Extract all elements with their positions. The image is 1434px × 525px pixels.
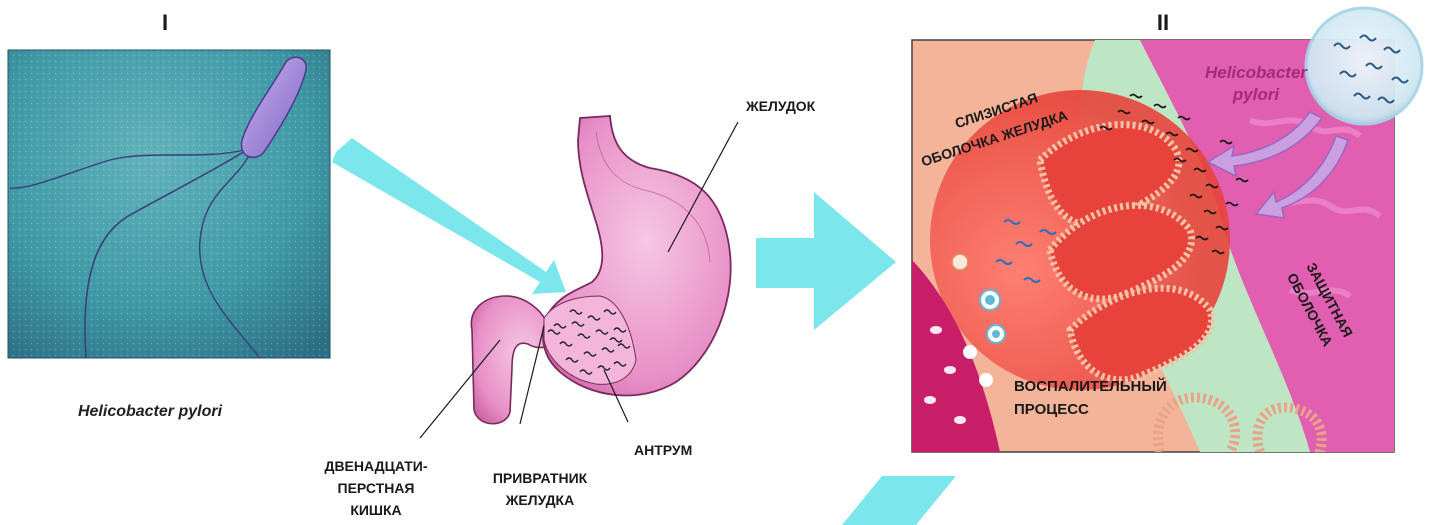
- arrow-stomach-to-mucosa: [756, 192, 896, 330]
- svg-text:pylori: pylori: [1232, 85, 1281, 104]
- arrow-photo-to-stomach: [332, 138, 566, 294]
- stomach-illustration: [471, 116, 730, 424]
- svg-text:ДВЕНАДЦАТИ-: ДВЕНАДЦАТИ-: [324, 458, 427, 474]
- svg-text:Helicobacter: Helicobacter: [1205, 63, 1308, 82]
- svg-text:ЖЕЛУДКА: ЖЕЛУДКА: [505, 492, 574, 508]
- label-duodenum: ДВЕНАДЦАТИ- ПЕРСТНАЯ КИШКА: [324, 458, 427, 518]
- photo-caption: Helicobacter pylori: [78, 403, 223, 420]
- label-antrum: АНТРУМ: [634, 442, 692, 458]
- svg-text:КИШКА: КИШКА: [350, 502, 401, 518]
- arrow-partial-bottom: [842, 476, 956, 525]
- svg-text:ВОСПАЛИТЕЛЬНЫЙ: ВОСПАЛИТЕЛЬНЫЙ: [1014, 377, 1167, 395]
- bacterium-micrograph: [8, 50, 330, 358]
- svg-text:ПРИВРАТНИК: ПРИВРАТНИК: [493, 470, 588, 486]
- panel-marker-right: II: [1157, 10, 1169, 35]
- label-pylorus: ПРИВРАТНИК ЖЕЛУДКА: [493, 470, 588, 508]
- svg-text:ПРОЦЕСС: ПРОЦЕСС: [1014, 401, 1089, 418]
- mucosa-panel: [912, 8, 1422, 452]
- label-stomach: ЖЕЛУДОК: [745, 98, 816, 114]
- panel-marker-left: I: [162, 10, 168, 35]
- svg-text:ПЕРСТНАЯ: ПЕРСТНАЯ: [338, 480, 415, 496]
